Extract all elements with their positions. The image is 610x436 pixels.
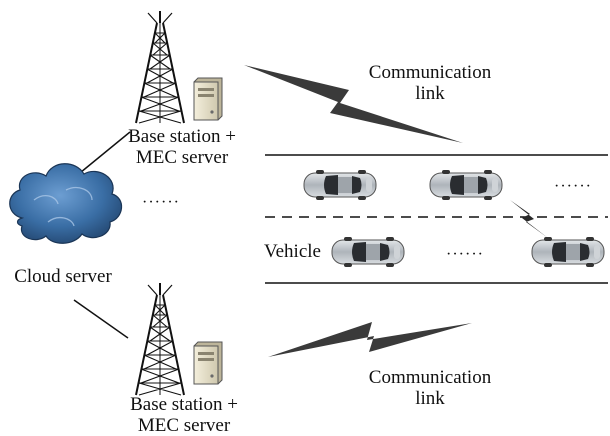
top-server-icon bbox=[193, 77, 223, 121]
vehicle-lane1-1 bbox=[303, 169, 377, 201]
bottom-station-label-line1: Base station + bbox=[130, 394, 238, 415]
top-tower-icon bbox=[135, 10, 185, 124]
cloud-to-bottom-station-link bbox=[73, 299, 129, 339]
top-link-label-line2: link bbox=[415, 83, 445, 104]
bottom-communication-bolt-icon bbox=[268, 322, 472, 357]
top-communication-bolt-icon bbox=[244, 65, 463, 143]
top-link-label: Communication link bbox=[355, 62, 505, 104]
bottom-server-icon bbox=[193, 341, 223, 385]
bottom-link-label-line2: link bbox=[415, 388, 445, 409]
vehicle-lane2-2 bbox=[531, 236, 605, 268]
bottom-link-label-line1: Communication bbox=[368, 367, 492, 388]
top-station-label-line2: MEC server bbox=[135, 147, 229, 168]
cloud-server-label: Cloud server bbox=[14, 266, 112, 287]
bottom-link-label: Communication link bbox=[355, 367, 505, 409]
bottom-station-label-line2: MEC server bbox=[137, 415, 231, 436]
vehicle-lane2-1 bbox=[331, 236, 405, 268]
v2v-communication-bolt-icon bbox=[510, 200, 548, 238]
top-link-label-line1: Communication bbox=[368, 62, 492, 83]
vehicle-label: Vehicle bbox=[264, 241, 321, 262]
lane1-ellipsis: ······ bbox=[554, 178, 592, 195]
middle-ellipsis: ······ bbox=[142, 194, 180, 211]
top-station-label-line1: Base station + bbox=[128, 126, 236, 147]
vehicle-lane1-2 bbox=[429, 169, 503, 201]
bottom-station-label: Base station + MEC server bbox=[120, 394, 248, 436]
cloud-icon bbox=[9, 163, 123, 244]
bottom-tower-icon bbox=[135, 282, 185, 396]
top-station-label: Base station + MEC server bbox=[118, 126, 246, 168]
lane2-ellipsis: ······ bbox=[446, 246, 484, 263]
